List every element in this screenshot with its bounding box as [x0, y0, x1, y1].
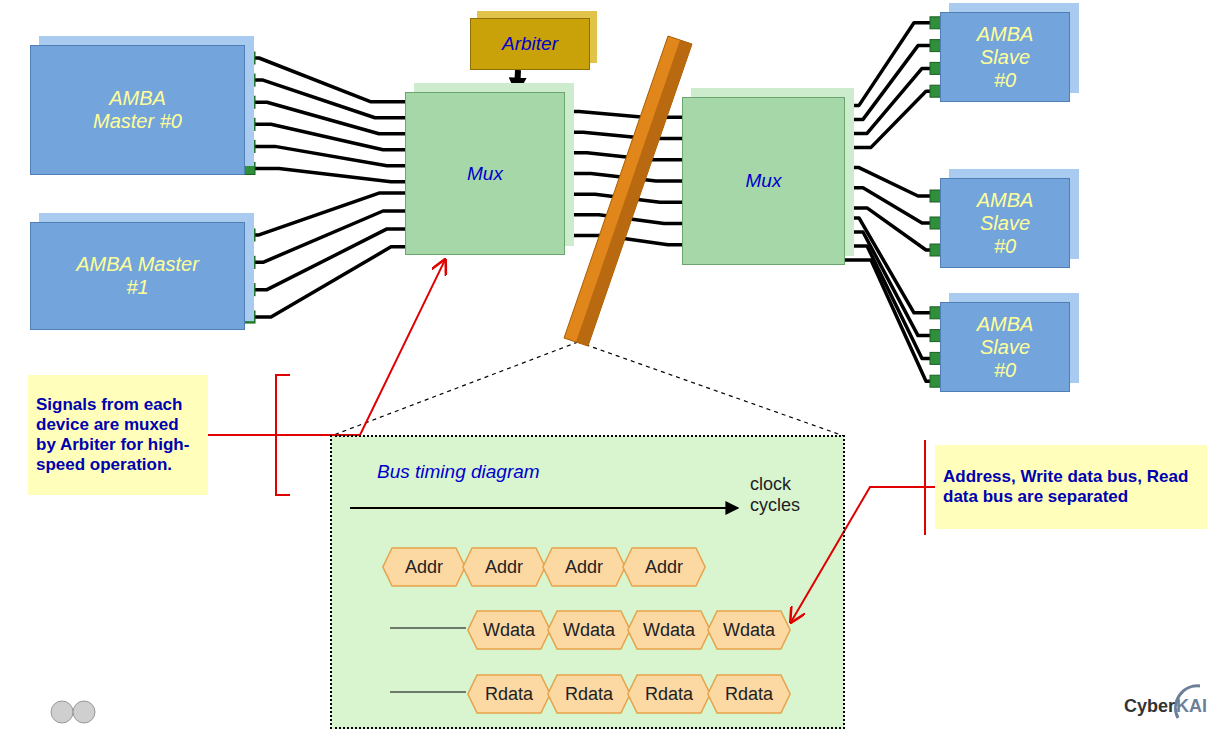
logo-dot — [51, 701, 73, 723]
bus-bar — [564, 36, 692, 346]
timing-cell: Addr — [462, 547, 546, 587]
wire — [565, 153, 682, 160]
callout-bracket — [276, 375, 290, 495]
node-text: Wdata — [483, 620, 535, 641]
wire — [245, 146, 405, 165]
slave-box: AMBA Slave #0 — [940, 302, 1070, 392]
connector-arrow — [791, 487, 935, 622]
timing-cell: Addr — [542, 547, 626, 587]
arbiter-box: Arbiter — [470, 18, 590, 70]
mux-box: Mux — [682, 97, 845, 265]
node-text: AMBA Master #1 — [75, 253, 200, 299]
node-text: Bus timing diagram — [377, 461, 540, 483]
wire — [245, 169, 405, 182]
timing-cell: Wdata — [627, 610, 711, 650]
logo-text: Cyber — [1124, 696, 1175, 717]
connector-line — [791, 487, 935, 622]
timing-cell: Wdata — [467, 610, 551, 650]
node-text: Signals from each device are muxed by Ar… — [36, 395, 200, 475]
node-text: Wdata — [563, 620, 615, 641]
zoom-line — [578, 342, 844, 436]
timing-cell: Rdata — [627, 674, 711, 714]
timing-cell: Rdata — [467, 674, 551, 714]
bus-wires — [241, 52, 405, 182]
wire — [845, 208, 940, 250]
node-text: Rdata — [725, 684, 773, 705]
wire — [845, 260, 940, 381]
wire — [245, 58, 405, 102]
logo-text: KAI — [1176, 696, 1207, 717]
wire — [245, 247, 405, 317]
connector-arrow — [517, 70, 518, 92]
timing-cell: Wdata — [707, 610, 791, 650]
connector-line — [517, 70, 518, 92]
node-text: Rdata — [565, 684, 613, 705]
node-text: AMBA Master #0 — [90, 87, 185, 133]
node-text: Wdata — [723, 620, 775, 641]
node-text: Arbiter — [502, 33, 558, 55]
bus-bar-side — [576, 40, 692, 346]
node-text: Rdata — [645, 684, 693, 705]
wire — [845, 46, 940, 120]
wire — [245, 193, 405, 235]
wire — [845, 246, 940, 358]
bus-wires — [241, 193, 405, 323]
node-text: AMBA Slave #0 — [970, 189, 1040, 258]
idle-line — [390, 691, 466, 692]
node-text: Addr — [405, 557, 443, 578]
logo-dot — [73, 701, 95, 723]
timing-cell: Addr — [622, 547, 706, 587]
node-text: Address, Write data bus, Read data bus a… — [943, 467, 1199, 507]
node-text: Mux — [467, 163, 503, 185]
bus-wires — [845, 168, 944, 256]
timing-cell: Wdata — [547, 610, 631, 650]
timing-cell: Addr — [382, 547, 466, 587]
wire — [245, 102, 405, 134]
node-text: Wdata — [643, 620, 695, 641]
callout-bracket — [924, 440, 926, 535]
wire — [245, 229, 405, 290]
wire — [565, 132, 682, 138]
master-box: AMBA Master #1 — [30, 222, 245, 330]
timing-cell: Rdata — [707, 674, 791, 714]
node-text: Mux — [746, 170, 782, 192]
wire — [845, 91, 940, 147]
timing-panel-fill — [331, 436, 844, 729]
callout-box: Signals from each device are muxed by Ar… — [28, 375, 208, 495]
timing-cell: Rdata — [547, 674, 631, 714]
master-box: AMBA Master #0 — [30, 45, 245, 175]
wire — [845, 168, 940, 196]
node-text: Rdata — [485, 684, 533, 705]
zoom-line — [331, 342, 578, 436]
idle-line — [390, 627, 466, 628]
node-text: AMBA Slave #0 — [970, 313, 1040, 382]
node-text: AMBA Slave #0 — [970, 23, 1040, 92]
wire — [245, 80, 405, 118]
slave-box: AMBA Slave #0 — [940, 178, 1070, 268]
bus-wires — [845, 17, 944, 148]
node-text: Addr — [485, 557, 523, 578]
bus-wires — [845, 218, 944, 387]
mux-box: Mux — [405, 92, 565, 255]
callout-box: Address, Write data bus, Read data bus a… — [935, 445, 1207, 529]
node-text: Addr — [565, 557, 603, 578]
axis-label: clock cycles — [750, 474, 812, 516]
node-text: Addr — [645, 557, 683, 578]
slave-box: AMBA Slave #0 — [940, 12, 1070, 102]
clock-axis — [350, 507, 738, 509]
